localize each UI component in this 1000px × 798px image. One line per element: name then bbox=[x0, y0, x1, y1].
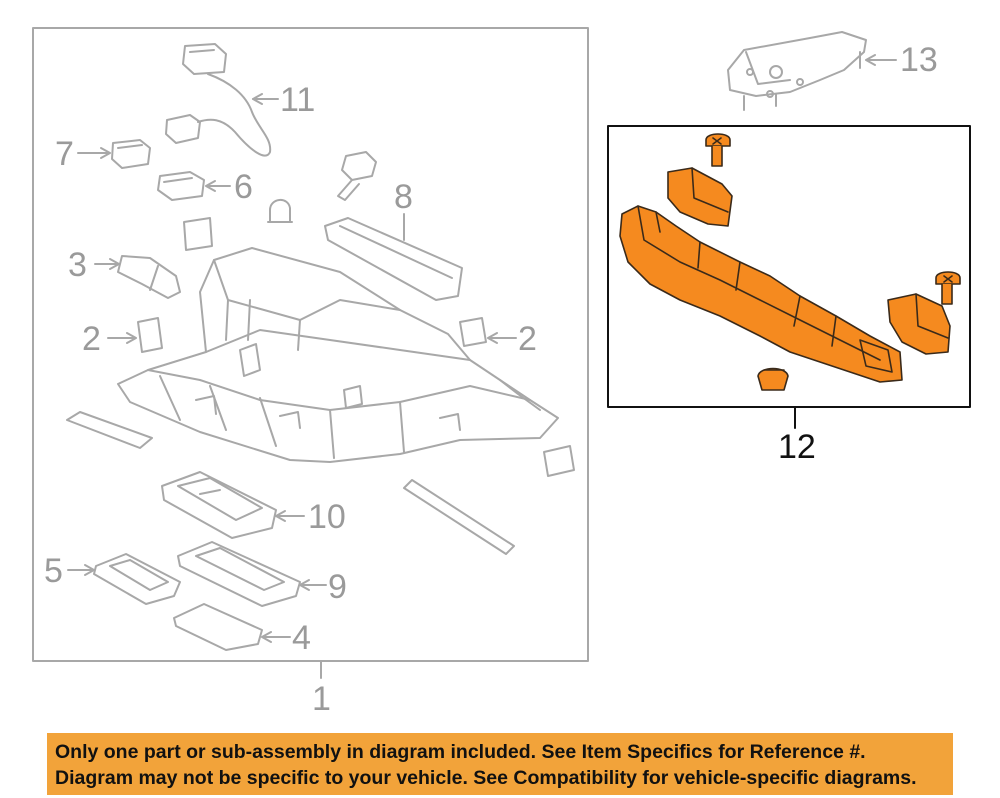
leader-line-9 bbox=[299, 579, 327, 591]
part-12-highlighted bbox=[619, 133, 961, 391]
leader-line-2-left bbox=[107, 332, 137, 344]
disclaimer-line-1: Only one part or sub-assembly in diagram… bbox=[55, 741, 866, 763]
callout-7: 7 bbox=[55, 135, 74, 173]
leader-line-10 bbox=[275, 510, 305, 522]
leader-line-13 bbox=[865, 54, 897, 66]
callout-12: 12 bbox=[778, 428, 816, 466]
diagram-drawing bbox=[32, 27, 971, 679]
callout-9: 9 bbox=[328, 568, 347, 606]
callout-2-right: 2 bbox=[518, 320, 537, 358]
bracket-upper bbox=[667, 167, 733, 227]
part-3-bulb bbox=[117, 255, 181, 299]
callout-11: 11 bbox=[280, 81, 316, 119]
assembly-frame-1 bbox=[32, 27, 589, 662]
callout-10: 10 bbox=[308, 498, 346, 536]
part-2-pad-right bbox=[459, 317, 487, 347]
leader-line-2-right bbox=[487, 332, 517, 344]
bolt-upper bbox=[337, 151, 377, 201]
pad-small bbox=[183, 217, 213, 251]
callout-6: 6 bbox=[234, 168, 253, 206]
push-pin bbox=[267, 199, 293, 223]
callout-1: 1 bbox=[312, 680, 331, 718]
subassembly-frame-12 bbox=[607, 125, 971, 408]
callout-3: 3 bbox=[68, 246, 87, 284]
callout-5: 5 bbox=[44, 552, 63, 590]
part-8-bracket bbox=[324, 217, 463, 301]
leader-line-6 bbox=[205, 180, 231, 192]
leader-line-7 bbox=[77, 147, 111, 159]
clip-bottom bbox=[757, 367, 789, 391]
part-10-lamp-housing bbox=[161, 471, 277, 539]
part-2-pad-left bbox=[137, 317, 163, 353]
callout-2-left: 2 bbox=[82, 320, 101, 358]
parts-diagram: 1 2 2 3 4 5 6 7 8 9 10 11 12 13 bbox=[32, 27, 971, 718]
disclaimer-banner: Only one part or sub-assembly in diagram… bbox=[47, 733, 953, 795]
pad-right bbox=[543, 445, 575, 477]
callout-13: 13 bbox=[900, 41, 938, 79]
part-7-clip bbox=[111, 139, 151, 169]
callout-4: 4 bbox=[292, 619, 311, 657]
part-9-lens bbox=[177, 541, 301, 607]
beam-main bbox=[619, 205, 903, 383]
trim-strip-left bbox=[66, 411, 153, 449]
bracket-right bbox=[887, 293, 951, 355]
part-6-switch bbox=[157, 171, 205, 201]
disclaimer-line-2: Diagram may not be specific to your vehi… bbox=[55, 767, 917, 789]
leader-line-3 bbox=[94, 258, 120, 270]
leader-line-5 bbox=[67, 564, 95, 576]
part-4-cover bbox=[173, 603, 263, 651]
part-13-bracket bbox=[727, 31, 867, 111]
part-5-lens bbox=[93, 553, 181, 605]
trim-strip-right bbox=[403, 479, 515, 555]
leader-line-4 bbox=[261, 631, 291, 643]
callout-8: 8 bbox=[394, 178, 413, 216]
part-11-harness bbox=[165, 43, 272, 157]
part-1-console-housing bbox=[117, 247, 559, 463]
